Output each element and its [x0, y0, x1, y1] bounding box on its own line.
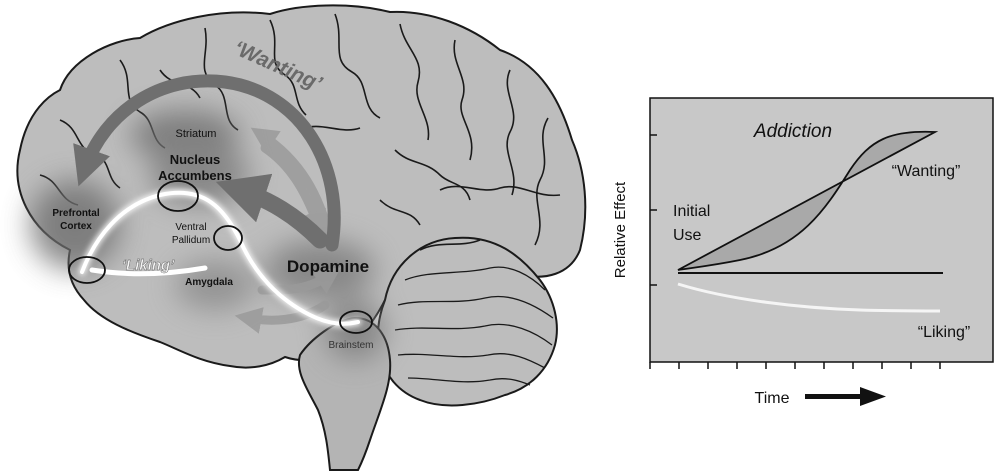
feedback-arrows	[234, 127, 342, 334]
initial-use-label-1: Initial	[673, 203, 710, 220]
prefrontal-circle	[68, 256, 106, 284]
striatum-label: Striatum	[176, 128, 217, 140]
brainstem-circle	[339, 310, 373, 334]
nucleus-accumbens-circle	[157, 180, 199, 212]
ventral-pallidum-label-1: Ventral	[175, 222, 206, 233]
wanting-lens	[677, 130, 939, 271]
region-circles	[68, 180, 373, 334]
plot-area	[649, 97, 994, 363]
nucleus-accumbens-label-1: Nucleus	[170, 152, 221, 167]
prefrontal-label-2: Cortex	[60, 221, 92, 232]
brainstem-label: Brainstem	[328, 340, 373, 351]
liking-graph-label: “Liking”	[918, 324, 970, 341]
addiction-graph: Addiction “Wanting” Initial Use “Liking”…	[612, 97, 994, 407]
dopamine-to-nucleus-arrow	[215, 173, 329, 249]
wanting-arrows	[73, 74, 341, 252]
liking-curve	[677, 282, 941, 313]
y-axis-label: Relative Effect	[612, 181, 629, 278]
nucleus-accumbens-label-2: Accumbens	[158, 168, 232, 183]
graph-curves	[677, 130, 943, 313]
x-axis-label: Time	[755, 390, 790, 407]
wanting-main-arrow	[73, 74, 341, 252]
wanting-graph-label: “Wanting”	[892, 163, 961, 180]
graph-title: Addiction	[753, 121, 832, 142]
ventral-pallidum-circle	[213, 225, 243, 251]
liking-pathway-core	[80, 190, 360, 326]
ventral-pallidum-label-2: Pallidum	[172, 235, 210, 246]
graph-labels: Addiction “Wanting” Initial Use “Liking”…	[612, 121, 970, 407]
amygdala-label: Amygdala	[185, 277, 233, 288]
brain-illustration: ‘Wanting’ Striatum Nucleus Accumbens Pre…	[16, 4, 587, 471]
initial-use-label-2: Use	[673, 227, 702, 244]
brain-folds	[39, 13, 561, 251]
dopamine-label: Dopamine	[287, 257, 369, 276]
prefrontal-label-1: Prefrontal	[52, 208, 99, 219]
y-ticks	[650, 134, 657, 286]
x-ticks	[649, 362, 941, 369]
liking-label: ‘Liking’	[122, 257, 175, 274]
time-arrow	[805, 387, 886, 406]
cerebellum-folds	[394, 266, 554, 386]
